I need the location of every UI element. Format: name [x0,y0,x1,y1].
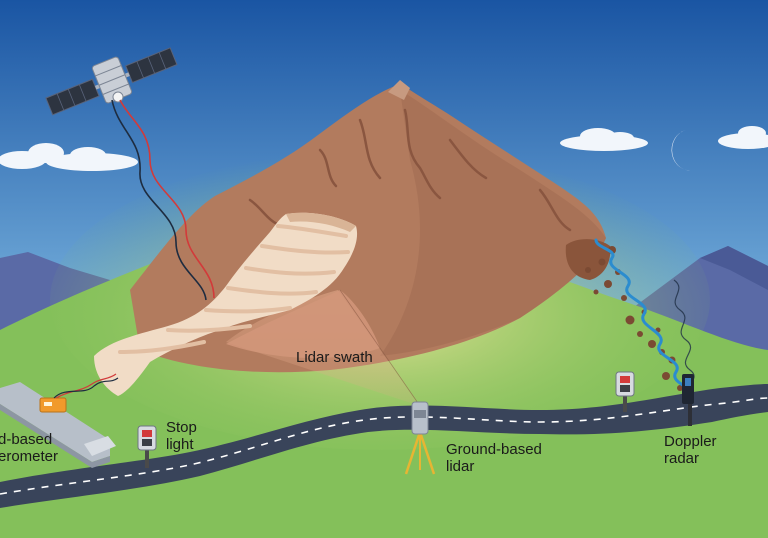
label-stop-light-line2: light [166,436,194,453]
doppler-radar-icon [682,374,694,426]
scarp-rim [286,212,356,232]
label-lidar-swath-text: Lidar swath [296,349,373,366]
scarp-layers [118,224,350,354]
distant-mountain-right-shade [700,246,768,290]
road [0,384,768,508]
lidar-swath-shape [226,290,380,359]
satellite-signal-blue [111,99,207,301]
label-ground-based-lidar-line1: Ground-based [446,441,542,458]
satellite-icon [45,47,178,116]
label-stop-light-line1: Stop [166,419,197,436]
cloud-left [0,143,138,171]
label-ground-based-lidar-line2: lidar [446,458,475,475]
label-stop-light: Stop light [166,419,197,453]
mountain-shadow [380,90,606,356]
mountain-peak [388,80,410,100]
label-interferometer: d-based erometer [0,431,58,465]
doppler-wave [594,238,694,400]
label-doppler-radar: Doppler radar [664,433,717,467]
interferometer-wire-dark [53,377,119,399]
satellite-signal-red [119,99,215,299]
debris-rocks [565,239,683,391]
label-interferometer-line1: d-based [0,431,53,448]
cloud-center-right [560,128,648,151]
cloud-right [718,126,768,149]
interferometer [0,382,116,468]
lidar-beam-edge-top [339,289,421,407]
label-lidar-swath: Lidar swath [296,349,373,366]
road-centerline [0,397,768,495]
stop-light-right-icon [615,371,635,412]
ground-lidar-icon [404,401,436,475]
interferometer-wire-red [55,373,117,399]
stop-light-left-icon [137,425,157,468]
label-doppler-radar-line2: radar [664,450,700,467]
label-interferometer-line2: erometer [0,448,59,465]
label-ground-based-lidar: Ground-based lidar [446,441,542,475]
label-doppler-radar-line1: Doppler [664,433,717,450]
